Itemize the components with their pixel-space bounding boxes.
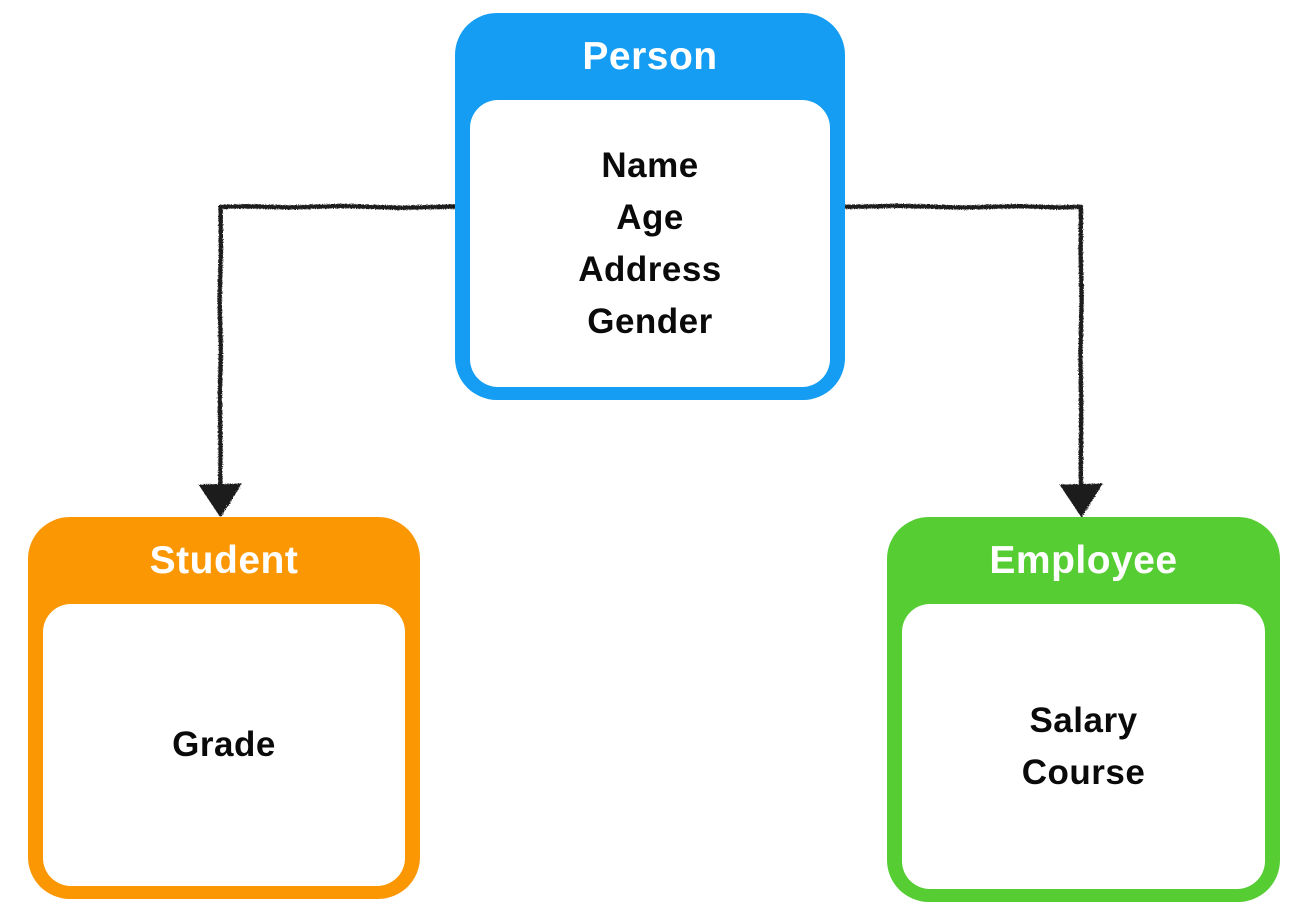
class-node-employee: Employee Salary Course <box>887 517 1280 902</box>
class-title: Person <box>582 34 718 78</box>
arrow-person-to-employee <box>844 203 1103 518</box>
class-title: Employee <box>989 538 1178 582</box>
class-attributes: Name Age Address Gender <box>470 100 830 387</box>
attribute: Gender <box>587 301 713 341</box>
class-node-student: Student Grade <box>28 517 420 899</box>
attribute: Grade <box>172 725 276 764</box>
arrowhead-icon <box>198 483 242 518</box>
class-attributes: Grade <box>43 604 405 886</box>
attribute: Age <box>616 197 684 237</box>
connector-line <box>844 203 1084 491</box>
class-node-person: Person Name Age Address Gender <box>455 13 845 400</box>
connector-line <box>217 203 457 491</box>
attribute: Course <box>1021 752 1146 792</box>
attribute: Address <box>578 249 722 289</box>
attribute: Salary <box>1029 700 1138 740</box>
class-title: Student <box>149 538 299 582</box>
arrow-person-to-student <box>198 203 457 518</box>
attribute: Name <box>601 145 699 185</box>
arrowhead-icon <box>1059 483 1103 518</box>
class-attributes: Salary Course <box>902 604 1265 889</box>
